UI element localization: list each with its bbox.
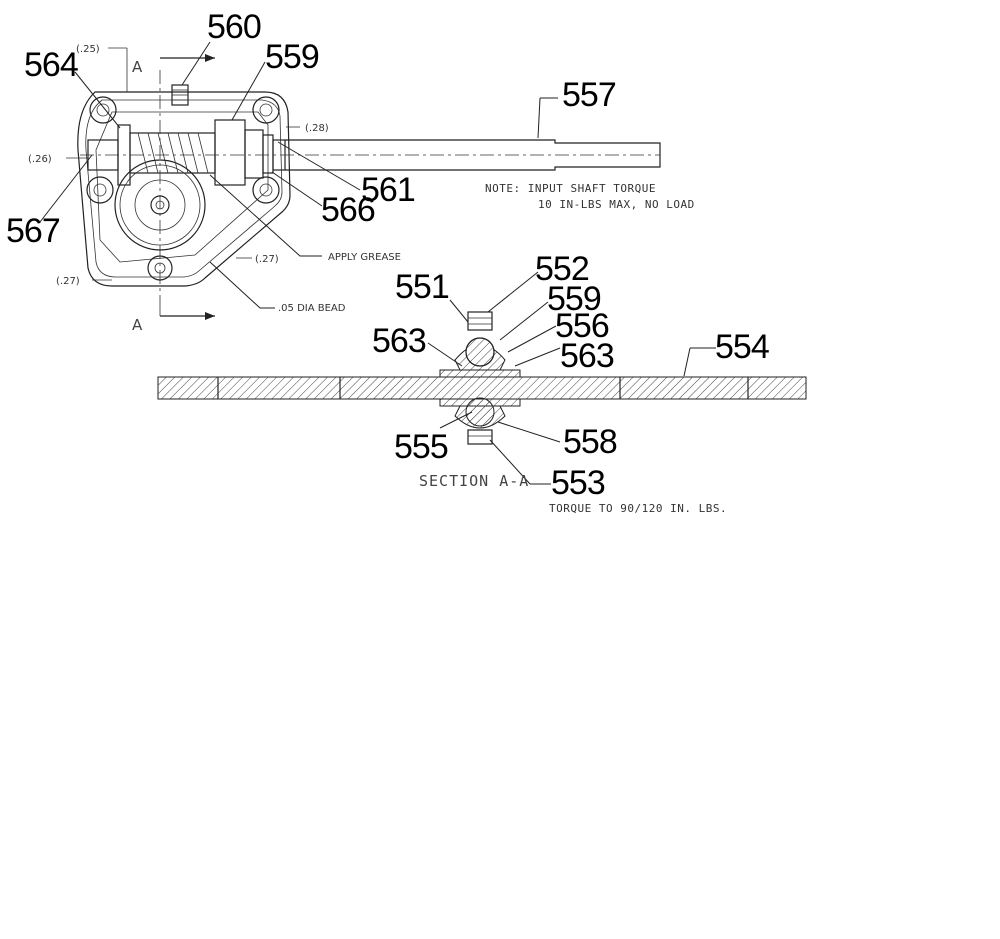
callout-551: 551	[395, 268, 449, 306]
callout-557: 557	[562, 76, 616, 114]
housing-bolt-bosses	[86, 96, 280, 281]
callout-563-left: 563	[372, 322, 426, 360]
callout-564: 564	[24, 46, 78, 84]
apply-grease-note: APPLY GREASE	[328, 252, 401, 263]
top-callout-leaders	[39, 41, 558, 223]
worm-shaft	[80, 119, 660, 186]
callout-559-mid: 559	[547, 280, 601, 318]
section-cut-marks	[159, 54, 215, 320]
section-callout-leaders	[427, 271, 716, 485]
callout-566: 566	[321, 191, 375, 229]
callout-558: 558	[563, 423, 617, 461]
callout-560: 560	[207, 8, 261, 46]
section-title: SECTION A-A	[419, 472, 529, 490]
callout-554: 554	[715, 328, 769, 366]
bead-note: .05 DIA BEAD	[278, 303, 346, 314]
dimension-27-right: (.27)	[255, 254, 279, 265]
callout-561: 561	[361, 171, 415, 209]
section-label-bottom: A	[132, 316, 143, 334]
dimension-26: (.26)	[28, 154, 52, 165]
torque-note: TORQUE TO 90/120 IN. LBS.	[549, 502, 727, 515]
note-line-2: 10 IN-LBS MAX, NO LOAD	[538, 198, 695, 211]
callout-556: 556	[555, 307, 609, 345]
dimension-marks	[66, 47, 300, 281]
dimension-27-left: (.27)	[56, 276, 80, 287]
gearbox-housing-view: A A (.25) (.28) (.26) (.27) (.27) APPLY …	[6, 8, 695, 334]
callout-553: 553	[551, 464, 605, 502]
callout-563-right: 563	[560, 337, 614, 375]
output-shaft	[157, 376, 807, 400]
dimension-28: (.28)	[305, 123, 329, 134]
vent-plug	[171, 84, 189, 106]
section-a-a-view: 552 551 559 556 563 563 554 555 558 553 …	[157, 250, 807, 515]
callout-552: 552	[535, 250, 589, 288]
gear-hub-section	[439, 311, 521, 445]
note-line-1: NOTE: INPUT SHAFT TORQUE	[485, 182, 656, 195]
callout-555: 555	[394, 428, 448, 466]
section-label-top: A	[132, 58, 143, 76]
dimension-25: (.25)	[76, 44, 100, 55]
callout-567: 567	[6, 212, 60, 250]
callout-559-top: 559	[265, 38, 319, 76]
input-shaft	[285, 139, 661, 171]
